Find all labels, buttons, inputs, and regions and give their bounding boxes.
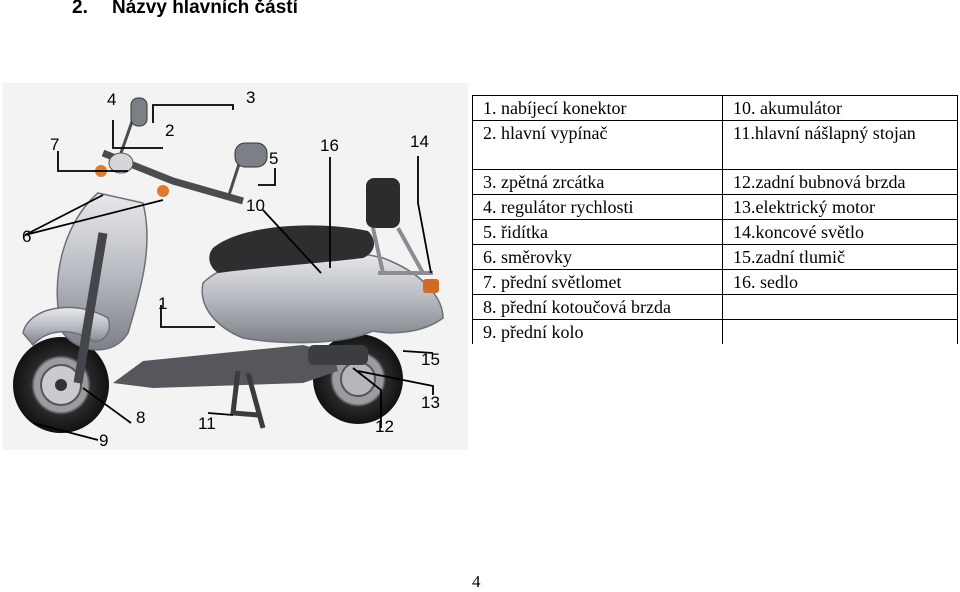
callout-1: 1 <box>158 294 167 313</box>
front-indicator-right <box>157 185 169 197</box>
table-row: 2. hlavní vypínač 11.hlavní nášlapný sto… <box>472 120 958 170</box>
callout-15: 15 <box>421 350 440 369</box>
callout-10: 10 <box>246 196 265 215</box>
table-cell: 15.zadní tlumič <box>722 244 958 270</box>
table-cell: 8. přední kotoučová brzda <box>472 294 723 320</box>
scooter-diagram: 1 2 3 4 5 6 7 8 9 10 11 12 13 14 15 16 <box>3 83 468 450</box>
callout-4: 4 <box>107 90 116 109</box>
table-cell: 7. přední světlomet <box>472 269 723 295</box>
front-wheel <box>13 337 109 433</box>
electric-motor <box>308 345 368 365</box>
table-cell <box>722 294 958 320</box>
table-row: 7. přední světlomet 16. sedlo <box>472 269 958 295</box>
table-cell: 6. směrovky <box>472 244 723 270</box>
callout-16: 16 <box>320 136 339 155</box>
table-row: 6. směrovky 15.zadní tlumič <box>472 244 958 270</box>
table-cell: 10. akumulátor <box>722 95 958 121</box>
table-row: 5. řidítka 14.koncové světlo <box>472 219 958 245</box>
table-row: 4. regulátor rychlosti 13.elektrický mot… <box>472 194 958 220</box>
parts-table: 1. nabíjecí konektor 10. akumulátor 2. h… <box>472 95 958 344</box>
table-cell: 5. řidítka <box>472 219 723 245</box>
headlight <box>108 152 134 174</box>
table-cell: 14.koncové světlo <box>722 219 958 245</box>
backrest <box>366 178 400 228</box>
table-cell: 9. přední kolo <box>472 319 723 344</box>
callout-8: 8 <box>136 408 145 427</box>
callout-2: 2 <box>165 121 174 140</box>
right-mirror <box>234 142 268 168</box>
table-cell: 16. sedlo <box>722 269 958 295</box>
table-cell: 12.zadní bubnová brzda <box>722 169 958 195</box>
table-row: 8. přední kotoučová brzda <box>472 294 958 320</box>
table-row: 1. nabíjecí konektor 10. akumulátor <box>472 95 958 121</box>
callout-numbers: 1 2 3 4 5 6 7 8 9 10 11 12 13 14 15 16 <box>22 88 440 450</box>
table-cell: 13.elektrický motor <box>722 194 958 220</box>
tail-light <box>423 279 439 293</box>
table-row: 9. přední kolo <box>472 319 958 344</box>
scooter-floor <box>113 345 338 388</box>
section-title: Názvy hlavních částí <box>112 0 298 18</box>
callout-12: 12 <box>375 417 394 436</box>
luggage-rack <box>371 227 433 275</box>
left-mirror <box>130 97 148 127</box>
callout-11: 11 <box>198 414 216 433</box>
callout-9: 9 <box>99 431 108 450</box>
callout-13: 13 <box>421 393 440 412</box>
front-fork <box>73 232 108 384</box>
table-row: 3. zpětná zrcátka 12.zadní bubnová brzda <box>472 169 958 195</box>
table-cell: 3. zpětná zrcátka <box>472 169 723 195</box>
page-number: 4 <box>472 572 481 591</box>
table-cell: 4. regulátor rychlosti <box>472 194 723 220</box>
seat <box>209 225 375 273</box>
leader-lines <box>24 104 434 441</box>
callout-5: 5 <box>269 149 278 168</box>
callout-3: 3 <box>246 88 255 107</box>
table-cell: 1. nabíjecí konektor <box>472 95 723 121</box>
section-heading: 2. Názvy hlavních částí <box>72 0 298 19</box>
callout-6: 6 <box>22 227 31 246</box>
table-cell <box>722 319 958 344</box>
table-cell: 11.hlavní nášlapný stojan <box>722 120 958 170</box>
callout-7: 7 <box>50 135 59 154</box>
table-cell: 2. hlavní vypínač <box>472 120 723 170</box>
main-stand <box>230 370 266 429</box>
callout-14: 14 <box>410 132 429 151</box>
section-number: 2. <box>72 0 88 18</box>
